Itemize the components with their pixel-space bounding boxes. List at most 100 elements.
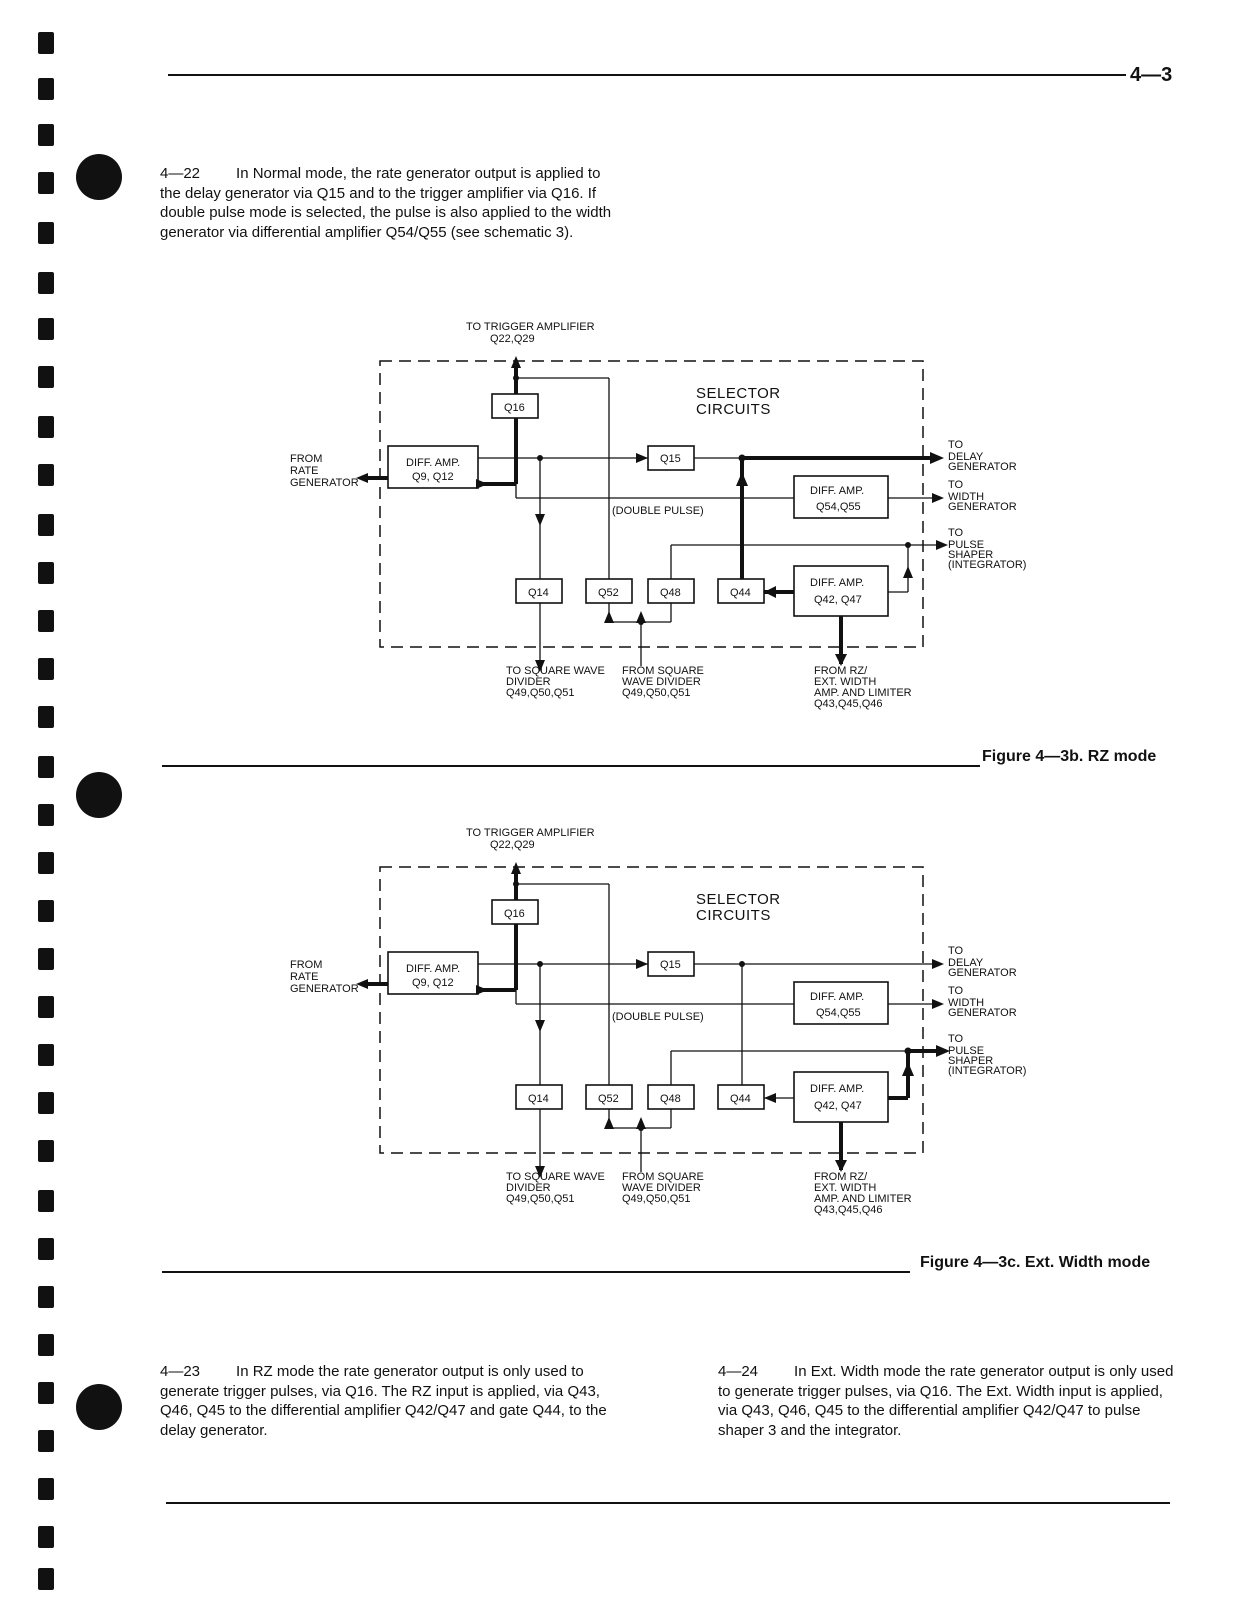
- paragraph-text: In RZ mode the rate generator output is …: [160, 1363, 607, 1439]
- label-generator: GENERATOR: [290, 983, 359, 995]
- label-to-sq-divider: DIVIDER: [506, 1182, 551, 1194]
- diff-amp-q9-q12-box: [387, 951, 479, 995]
- label-rz-transistors: Q43,Q45,Q46: [814, 1204, 883, 1216]
- binder-mark: [38, 1238, 54, 1260]
- binder-mark: [38, 948, 54, 970]
- label-to-sq-transistors: Q49,Q50,Q51: [506, 687, 575, 699]
- binder-mark: [38, 1382, 54, 1404]
- label-circuits: CIRCUITS: [696, 401, 771, 418]
- label-to-pulse-1: TO: [948, 527, 964, 539]
- label-q16: Q16: [504, 908, 525, 920]
- binder-mark: [38, 804, 54, 826]
- arrowheads: [356, 356, 948, 672]
- binder-mark: [38, 172, 54, 194]
- paragraph-number: 4—24: [718, 1363, 759, 1380]
- binder-mark: [38, 706, 54, 728]
- diagram-labels: TO TRIGGER AMPLIFIER Q22,Q29 SELECTOR CI…: [290, 827, 1026, 1216]
- label-rate: RATE: [290, 971, 319, 983]
- selector-boundary: [379, 866, 924, 1154]
- binder-mark: [38, 464, 54, 486]
- paragraph-text: In Ext. Width mode the rate generator ou…: [718, 1363, 1174, 1439]
- label-diff-amp-b: DIFF. AMP.: [810, 485, 864, 497]
- binder-mark: [38, 366, 54, 388]
- junction-dots: [513, 375, 911, 625]
- q15-box: [647, 445, 695, 471]
- label-ext-width: EXT. WIDTH: [814, 676, 876, 688]
- binder-mark: [38, 900, 54, 922]
- binder-mark: [38, 318, 54, 340]
- label-ext-width: EXT. WIDTH: [814, 1182, 876, 1194]
- label-q9-q12: Q9, Q12: [412, 977, 454, 989]
- q48-box: [647, 578, 695, 604]
- binder-mark: [38, 1140, 54, 1162]
- label-q42-q47: Q42, Q47: [814, 1100, 862, 1112]
- label-to-delay-3: GENERATOR: [948, 461, 1017, 473]
- binder-mark: [38, 1478, 54, 1500]
- label-to-delay-1: TO: [948, 945, 964, 957]
- label-to-pulse-3: SHAPER: [948, 1055, 993, 1067]
- label-from-sq-transistors: Q49,Q50,Q51: [622, 1193, 691, 1205]
- label-to-trigger-transistors: Q22,Q29: [490, 333, 535, 345]
- label-diff-amp-c: DIFF. AMP.: [810, 1083, 864, 1095]
- figure-c-caption: Figure 4—3c. Ext. Width mode: [920, 1254, 1151, 1271]
- diff-amp-q54-q55-box: [793, 981, 889, 1025]
- paragraph-number: 4—22: [160, 165, 201, 182]
- binder-mark: [38, 562, 54, 584]
- label-q14: Q14: [528, 1093, 549, 1105]
- binder-mark: [38, 32, 54, 54]
- signal-wires: [478, 883, 940, 1172]
- label-to-delay-2: DELAY: [948, 451, 984, 463]
- label-to-pulse-4: (INTEGRATOR): [948, 1065, 1026, 1077]
- punch-hole: [76, 1384, 122, 1430]
- label-to-trigger-transistors: Q22,Q29: [490, 839, 535, 851]
- label-from-rz: FROM RZ/: [814, 1171, 868, 1183]
- label-q15: Q15: [660, 959, 681, 971]
- label-q44: Q44: [730, 587, 751, 599]
- label-from-square: FROM SQUARE: [622, 1171, 704, 1183]
- selector-boundary: [379, 360, 924, 648]
- label-to-pulse-2: PULSE: [948, 1045, 984, 1057]
- label-q9-q12: Q9, Q12: [412, 471, 454, 483]
- paragraph-text: In Normal mode, the rate generator outpu…: [160, 165, 612, 241]
- binder-mark: [38, 1286, 54, 1308]
- label-to-square-wave: TO SQUARE WAVE: [506, 665, 605, 677]
- label-rate: RATE: [290, 465, 319, 477]
- binder-mark: [38, 1568, 54, 1590]
- punch-hole: [76, 772, 122, 818]
- label-diff-amp-a: DIFF. AMP.: [406, 963, 460, 975]
- label-amp-limiter: AMP. AND LIMITER: [814, 687, 912, 699]
- label-from: FROM: [290, 453, 322, 465]
- q15-box: [647, 951, 695, 977]
- label-from: FROM: [290, 959, 322, 971]
- label-generator: GENERATOR: [290, 477, 359, 489]
- label-to-pulse-1: TO: [948, 1033, 964, 1045]
- diff-amp-q42-q47-box: [793, 565, 889, 617]
- label-q54-q55: Q54,Q55: [816, 1007, 861, 1019]
- label-to-width-1: TO: [948, 479, 964, 491]
- binder-mark: [38, 514, 54, 536]
- label-double-pulse: (DOUBLE PULSE): [612, 1011, 704, 1023]
- label-to-pulse-4: (INTEGRATOR): [948, 559, 1026, 571]
- binder-mark: [38, 1334, 54, 1356]
- label-to-trigger-amplifier: TO TRIGGER AMPLIFIER: [466, 827, 595, 839]
- binder-mark: [38, 996, 54, 1018]
- binder-mark: [38, 1092, 54, 1114]
- diff-amp-q9-q12-box: [387, 445, 479, 489]
- binder-mark: [38, 1526, 54, 1548]
- header-rule: [168, 74, 1126, 76]
- label-to-width-1: TO: [948, 985, 964, 997]
- label-from-sq-transistors: Q49,Q50,Q51: [622, 687, 691, 699]
- binder-mark: [38, 272, 54, 294]
- figure-c-rule: [162, 1271, 910, 1273]
- label-q16: Q16: [504, 402, 525, 414]
- binder-mark: [38, 756, 54, 778]
- label-q15: Q15: [660, 453, 681, 465]
- label-from-square: FROM SQUARE: [622, 665, 704, 677]
- q14-box: [515, 1084, 563, 1110]
- label-rz-transistors: Q43,Q45,Q46: [814, 698, 883, 710]
- label-from-rz: FROM RZ/: [814, 665, 868, 677]
- label-circuits: CIRCUITS: [696, 907, 771, 924]
- label-to-pulse-3: SHAPER: [948, 549, 993, 561]
